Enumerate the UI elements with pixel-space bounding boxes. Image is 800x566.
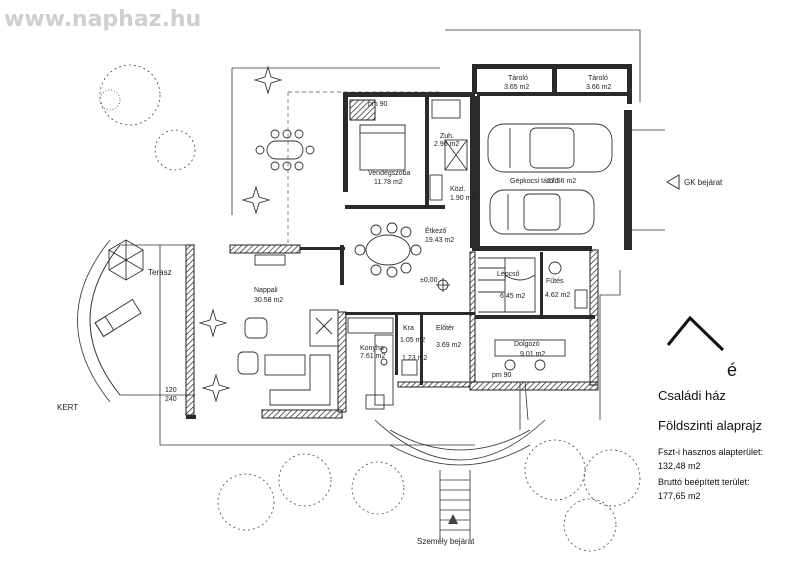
room-name: Tároló [588, 75, 608, 82]
room-area: 1.90 m2 [450, 195, 475, 202]
room-area: 3.65 m2 [504, 84, 529, 91]
title-house: Családi ház [658, 388, 726, 403]
terrace-label: Terasz [148, 268, 172, 277]
tree-icon [217, 439, 641, 552]
dim-240: 240 [165, 396, 177, 403]
heating-furniture [548, 261, 588, 309]
plant-icon [241, 185, 271, 215]
car-icon [489, 189, 595, 235]
room-area: 11.78 m2 [374, 179, 403, 186]
room-name: Étkező [425, 226, 447, 235]
room-area: 7.61 m2 [360, 353, 385, 360]
north-arrow-icon: é [666, 315, 737, 380]
room-name: Konyha [360, 345, 384, 352]
room-area: 30.58 m2 [254, 297, 283, 304]
room-name: Gépkocsi tároló [510, 178, 559, 185]
room-name: Vendégszoba [368, 170, 411, 177]
title-plan: Földszinti alaprajz [658, 418, 762, 433]
room-name: Kra [403, 325, 414, 332]
kitchen-furniture [347, 317, 418, 410]
living-room-furniture [237, 254, 339, 406]
room-name: Előtér [436, 325, 455, 332]
room-area: 9.01 m2 [520, 351, 545, 358]
dim-120: 120 [165, 387, 177, 394]
north-label: é [727, 360, 737, 380]
room-labels: Tároló 3.65 m2 Tároló 3.66 m2 pm 90 Vend… [254, 75, 611, 379]
built-area-value: 177,65 m2 [658, 491, 701, 501]
room-area: 4.62 m2 [545, 292, 570, 299]
pm90-top: pm 90 [368, 101, 388, 108]
entrance-steps [374, 381, 546, 540]
room-name: Zuh. [440, 133, 454, 140]
info-block: Családi ház Földszinti alaprajz Fszt-i h… [658, 388, 763, 501]
car-entrance-label: GK bejárat [684, 178, 723, 187]
person-entrance-label: Személy bejárat [417, 537, 475, 546]
staircase [478, 257, 536, 313]
plant-icon [201, 373, 231, 403]
house-walls [185, 64, 632, 419]
level-label: ±0,00 [420, 277, 438, 284]
room-area: 27.56 m2 [547, 178, 576, 185]
useful-area-label: Fszt-i hasznos alapterület: [658, 447, 763, 457]
room-area: 2.96 m2 [434, 141, 459, 148]
room-area: 19.43 m2 [425, 237, 454, 244]
guest-room-furniture [349, 99, 468, 201]
room-area: 3.66 m2 [586, 84, 611, 91]
office-furniture [494, 339, 566, 371]
plant-icon [198, 308, 228, 338]
room-area: 1.23 m2 [402, 355, 427, 362]
room-name: Nappali [254, 287, 278, 294]
garage-arrow-icon [666, 174, 680, 190]
level-mark [436, 278, 450, 292]
room-name: Tároló [508, 75, 528, 82]
outdoor-dining-set [255, 129, 315, 171]
watermark: www.naphaz.hu [4, 7, 201, 32]
room-area: 1.05 m2 [400, 337, 425, 344]
pm90-bottom: pm 90 [492, 372, 512, 379]
built-area-label: Bruttó beépített terület: [658, 477, 750, 487]
garden-label: KERT [57, 403, 78, 412]
dining-table [354, 222, 422, 278]
lounger-icon [94, 298, 142, 338]
car-icon [487, 123, 613, 173]
room-area: 6.45 m2 [500, 293, 525, 300]
room-area: 3.69 m2 [436, 342, 461, 349]
plant-icon [253, 65, 283, 95]
tree-icon [99, 64, 196, 171]
useful-area-value: 132,48 m2 [658, 461, 701, 471]
entrance-arrow-icon [448, 514, 458, 524]
garage-entrance: GK bejárat [632, 129, 723, 231]
room-name: Lépcső [497, 271, 520, 278]
room-name: Közl. [450, 186, 466, 193]
room-name: Fűtés [546, 278, 564, 285]
umbrella-icon [108, 239, 144, 281]
terrace: Terasz 120 240 KERT [57, 239, 195, 412]
room-name: Dolgozó [514, 341, 540, 348]
